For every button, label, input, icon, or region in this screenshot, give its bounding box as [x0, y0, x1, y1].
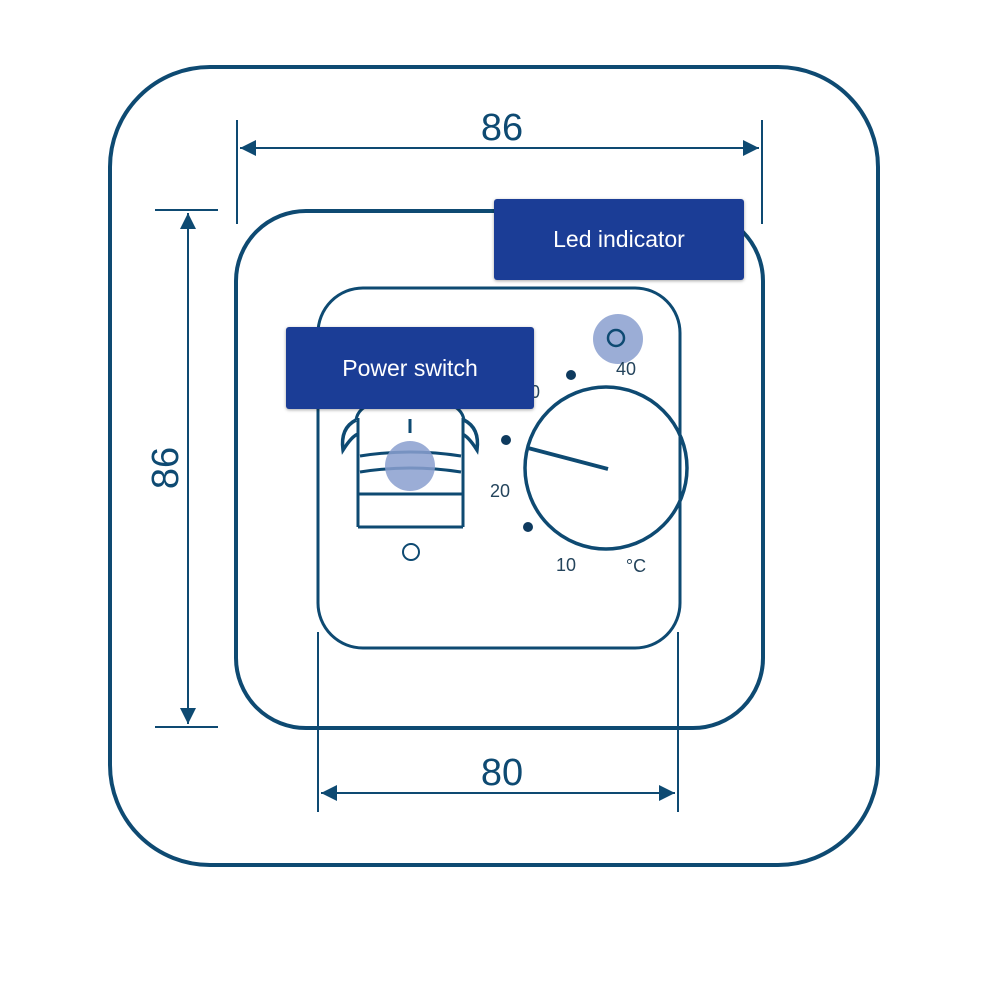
switch-left-wing	[340, 418, 359, 455]
scale-dot-15	[523, 522, 533, 532]
switch-off-symbol	[402, 543, 420, 561]
scale-label-10: 10	[556, 555, 576, 575]
dial-pointer	[527, 446, 609, 471]
led-icon	[606, 328, 626, 348]
power-switch-callout-label: Power switch	[342, 354, 478, 381]
led-indicator[interactable]	[593, 314, 643, 364]
switch-right-wing	[461, 418, 480, 455]
dimension-label-bottom: 80	[481, 752, 523, 794]
dimension-label-left: 86	[145, 447, 187, 489]
dimension-left: 86	[145, 209, 218, 728]
led-highlight[interactable]	[593, 314, 643, 364]
temperature-dial[interactable]	[523, 385, 689, 551]
dimension-label-top: 86	[481, 107, 523, 149]
outer-frame	[108, 65, 880, 867]
scale-dot-25	[501, 435, 511, 445]
led-indicator-callout-label: Led indicator	[553, 226, 685, 252]
dimension-bottom: 80	[317, 632, 679, 812]
dial-knob[interactable]	[523, 385, 689, 551]
power-switch-highlight[interactable]	[385, 441, 435, 491]
scale-label-40: 40	[616, 359, 636, 379]
led-indicator-callout: Led indicator	[494, 199, 744, 280]
scale-dot-35	[566, 370, 576, 380]
scale-label-20: 20	[490, 481, 510, 501]
power-switch[interactable]	[340, 402, 480, 561]
unit-label: °C	[626, 556, 646, 576]
power-switch-callout: Power switch	[286, 327, 534, 409]
inner-panel	[316, 286, 682, 650]
dimension-top: 86	[236, 107, 763, 224]
